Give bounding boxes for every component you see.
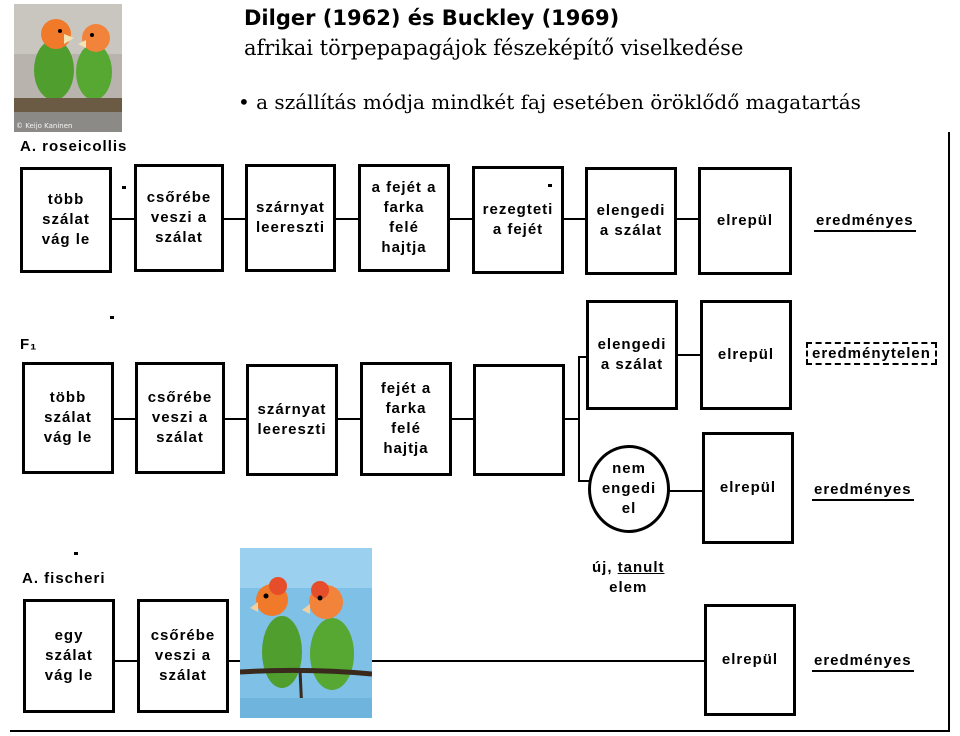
result-label: eredményes <box>812 481 914 501</box>
result-label: eredményes <box>814 212 916 232</box>
branch-line-upper <box>578 356 590 358</box>
step-box: csőrébe veszi a szálat <box>135 362 225 474</box>
generation-label-f1: F₁ <box>20 336 38 353</box>
new-element-line2: elem <box>609 579 648 596</box>
branch-line-lower <box>578 480 592 482</box>
step-circle: nem engedi el <box>588 445 670 533</box>
bullet-point: • a szállítás módja mindkét faj esetében… <box>238 90 861 114</box>
new-learned-element: új, tanult elem <box>592 558 665 598</box>
step-box: több szálat vág le <box>22 362 114 474</box>
parrot-photo-bottom <box>240 548 372 718</box>
scan-speck <box>110 316 114 319</box>
step-box: rezegteti a fejét <box>472 166 564 274</box>
parrot-photo-top <box>14 4 122 132</box>
step-box: egy szálat vág le <box>23 599 115 713</box>
step-box: csőrébe veszi a szálat <box>137 599 229 713</box>
scan-speck <box>122 186 126 189</box>
flow-line <box>112 660 712 662</box>
scan-speck <box>74 552 78 555</box>
result-label: eredményes <box>812 652 914 672</box>
step-box: fejét a farka felé hajtja <box>360 362 452 476</box>
species-label-roseicollis: A. roseicollis <box>20 138 128 155</box>
step-box: elrepül <box>698 167 792 275</box>
step-box: több szálat vág le <box>20 167 112 273</box>
new-element-line1: új, <box>592 559 613 576</box>
flow-line <box>666 490 706 492</box>
lovebird-pair-image <box>14 4 122 132</box>
step-box: szárnyat leereszti <box>246 364 338 476</box>
photo-credit: © Keijo Kaninen <box>16 122 73 130</box>
slide-title: Dilger (1962) és Buckley (1969) <box>244 6 620 30</box>
step-box: elengedi a szálat <box>585 167 677 275</box>
slide-subtitle: afrikai törpepapagájok fészeképítő visel… <box>244 36 744 60</box>
step-box: szárnyat leereszti <box>245 164 336 272</box>
step-box: a fejét a farka felé hajtja <box>358 164 450 272</box>
lovebird-pair-image <box>240 548 372 718</box>
new-element-underlined: tanult <box>617 559 665 576</box>
flow-line <box>676 354 704 356</box>
scan-speck <box>548 184 552 187</box>
diagram-frame <box>10 132 950 732</box>
flow-line <box>110 418 580 420</box>
step-box: elrepül <box>704 604 796 716</box>
step-box: csőrébe veszi a szálat <box>134 164 224 272</box>
step-box: elrepül <box>700 300 792 410</box>
step-box: elengedi a szálat <box>586 300 678 410</box>
species-label-fischeri: A. fischeri <box>22 570 106 587</box>
result-label-unsuccessful: eredménytelen <box>806 342 937 365</box>
step-box: elrepül <box>702 432 794 544</box>
step-box-empty <box>473 364 565 476</box>
branch-connector <box>578 356 580 482</box>
